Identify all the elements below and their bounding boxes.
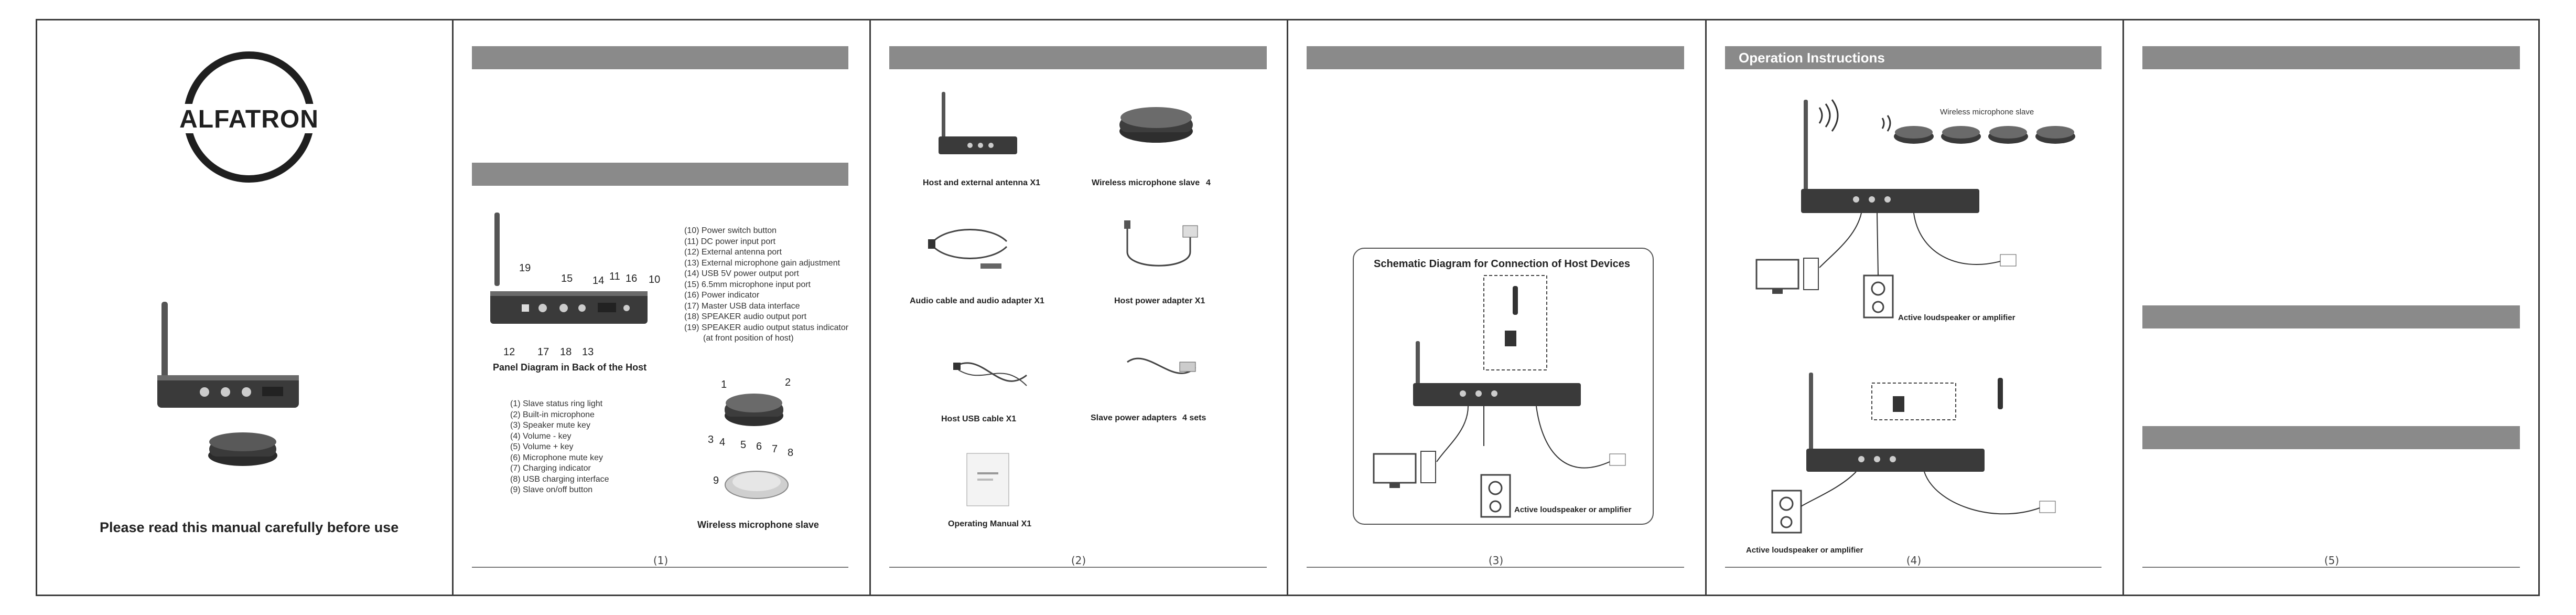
callout-6: 6 <box>756 441 762 452</box>
schematic-diagram <box>1373 275 1626 518</box>
list-item: (13) External microphone gain adjustment <box>684 258 840 268</box>
list-item: (16) Power indicator <box>684 291 760 300</box>
column-divider <box>1287 19 1288 596</box>
list-item: (14) USB 5V power output port <box>684 269 799 278</box>
page-number: (2) <box>1071 554 1086 567</box>
list-item: (4) Volume - key <box>510 431 572 441</box>
section-header-bar <box>2142 305 2520 328</box>
item-slave-power: Slave power adapters <box>1091 413 1177 422</box>
logo-text: ALFATRON <box>179 105 319 133</box>
panel-diagram-caption: Panel Diagram in Back of the Host <box>493 362 647 373</box>
audio-cable-image <box>928 229 1008 269</box>
list-item: (18) SPEAKER audio output port <box>684 312 807 321</box>
callout-7: 7 <box>772 443 778 455</box>
cover-note: Please read this manual carefully before… <box>100 519 399 535</box>
section-header-bar <box>2142 426 2520 449</box>
callout-14: 14 <box>592 275 605 287</box>
host-power-adapter-image <box>1124 220 1198 267</box>
slave-part-list: (1) Slave status ring light (2) Built-in… <box>510 399 609 496</box>
list-item: (5) Volume + key <box>510 442 574 451</box>
schematic-speaker-label: Active loudspeaker or amplifier <box>1514 505 1632 514</box>
list-item: (10) Power switch button <box>684 226 777 235</box>
speaker-label-top: Active loudspeaker or amplifier <box>1898 313 2015 322</box>
callout-17: 17 <box>537 346 549 358</box>
item-host: Host and external antenna X1 <box>923 178 1041 187</box>
manual-image <box>966 453 1009 506</box>
section-header-bar <box>2142 46 2520 69</box>
host-antenna-image <box>939 92 1017 154</box>
footer-line <box>2142 567 2520 568</box>
callout-2: 2 <box>785 377 791 388</box>
slave-image <box>1119 107 1193 143</box>
usb-cable-image <box>953 362 1027 386</box>
list-item: (11) DC power input port <box>684 237 775 246</box>
host-back-panel-image <box>490 213 648 324</box>
callout-8: 8 <box>788 447 794 459</box>
callout-13: 13 <box>582 346 594 358</box>
callout-1: 1 <box>721 379 727 390</box>
list-item: (7) Charging indicator <box>510 464 591 473</box>
list-item: (12) External antenna port <box>684 248 782 257</box>
item-host-power: Host power adapter X1 <box>1114 296 1205 305</box>
item-slave-power-qty: 4 sets <box>1182 413 1206 422</box>
callout-11: 11 <box>609 271 620 282</box>
operation-header: Operation Instructions <box>1725 46 2101 69</box>
list-item: (15) 6.5mm microphone input port <box>684 280 811 289</box>
list-item: (1) Slave status ring light <box>510 399 603 408</box>
item-usb-cable: Host USB cable X1 <box>941 415 1017 423</box>
slave-caption: Wireless microphone slave <box>697 519 819 530</box>
page-number: (1) <box>653 554 669 567</box>
slave-power-adapter-image <box>1127 357 1197 374</box>
list-item: (9) Slave on/off button <box>510 485 593 494</box>
list-item: (8) USB charging interface <box>510 474 609 484</box>
page-number: (3) <box>1488 554 1504 567</box>
footer-line <box>889 567 1267 568</box>
list-item: (at front position of host) <box>703 334 794 343</box>
callout-4: 4 <box>719 437 726 448</box>
callout-10: 10 <box>649 274 661 285</box>
host-device-image <box>157 302 299 408</box>
slave-bottom-image <box>725 471 789 499</box>
callout-18: 18 <box>560 346 572 358</box>
column-divider <box>869 19 871 596</box>
wireless-slave-label: Wireless microphone slave <box>1940 108 2034 116</box>
list-item: (19) SPEAKER audio output status indicat… <box>684 323 849 332</box>
page-number: (5) <box>2324 554 2340 567</box>
item-slave: Wireless microphone slave <box>1092 178 1200 187</box>
footer-line <box>1725 567 2101 568</box>
section-header-bar <box>472 46 848 69</box>
list-item: (17) Master USB data interface <box>684 301 800 311</box>
callout-3: 3 <box>708 434 714 446</box>
footer-line <box>472 567 848 568</box>
section-header-bar <box>472 163 848 186</box>
slave-top-image <box>725 394 783 426</box>
list-item: (2) Built-in microphone <box>510 410 595 419</box>
column-divider <box>2122 19 2124 596</box>
item-manual: Operating Manual X1 <box>948 519 1032 528</box>
callout-16: 16 <box>626 273 638 284</box>
section-header-bar <box>1307 46 1684 69</box>
item-audio-cable: Audio cable and audio adapter X1 <box>910 296 1044 305</box>
column-divider <box>1705 19 1707 596</box>
operation-diagram-top <box>1755 99 2075 319</box>
callout-5: 5 <box>740 439 747 451</box>
callout-12: 12 <box>503 346 515 358</box>
column-divider <box>452 19 454 596</box>
footer-line <box>1307 567 1684 568</box>
callout-9: 9 <box>713 475 719 486</box>
callout-15: 15 <box>561 273 573 284</box>
operation-diagram-bottom <box>1771 373 2056 534</box>
alfatron-logo <box>176 51 322 183</box>
list-item: (6) Microphone mute key <box>510 453 603 462</box>
schematic-title: Schematic Diagram for Connection of Host… <box>1374 258 1631 270</box>
callout-19: 19 <box>519 262 531 274</box>
page-number: (4) <box>1906 554 1922 567</box>
schematic-box <box>1353 248 1654 525</box>
slave-device-image <box>208 432 277 466</box>
host-port-list: (10) Power switch button (11) DC power i… <box>684 226 848 344</box>
list-item: (3) Speaker mute key <box>510 421 590 430</box>
section-header-bar <box>889 46 1267 69</box>
item-slave-qty: 4 <box>1206 178 1211 187</box>
speaker-label-bottom: Active loudspeaker or amplifier <box>1746 546 1863 555</box>
